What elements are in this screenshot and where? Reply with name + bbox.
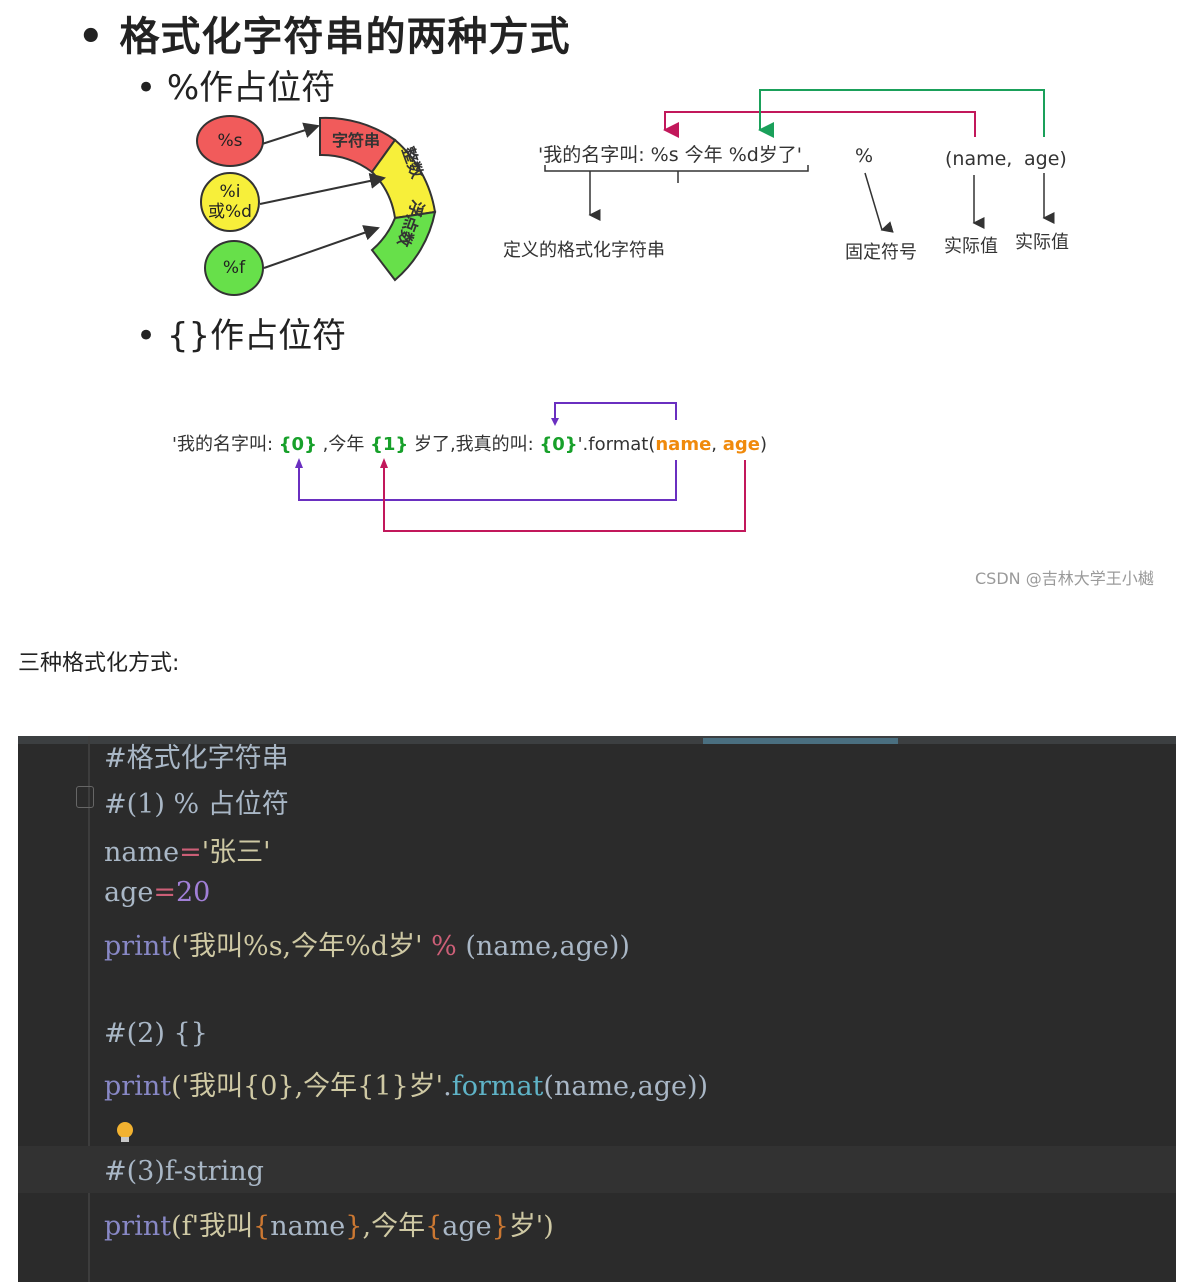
code-line-8: print(f'我叫{name},今年{age}岁'): [104, 1204, 554, 1243]
code-token: =: [179, 837, 202, 868]
format-part-2: ,今年: [316, 434, 371, 455]
code-editor: #格式化字符串 #(1) % 占位符 name='张三' age=20 prin…: [18, 736, 1176, 1282]
code-line-2: name='张三': [104, 830, 271, 869]
code-token: '张三': [201, 837, 271, 868]
format-string-text: '我的名字叫: %s 今年 %d岁了': [538, 144, 803, 166]
blob-percent-i: %i 或%d: [200, 172, 260, 232]
code-line-3: age=20: [104, 877, 210, 908]
code-token: }: [345, 1211, 363, 1242]
gutter-line: [88, 736, 90, 1282]
code-line-5: #(2) {}: [104, 1018, 208, 1049]
code-token: ('我叫%s,今年%d岁': [171, 931, 423, 962]
code-token: =: [153, 877, 176, 908]
fold-icon[interactable]: [76, 786, 94, 808]
tuple-age: age): [1024, 148, 1067, 170]
placeholder-type-diagram: [259, 116, 437, 282]
bullet: •: [136, 316, 157, 356]
arg-age: age: [722, 434, 760, 455]
arg-sep: ,: [711, 434, 723, 455]
code-token: name: [270, 1211, 346, 1242]
code-token: print: [104, 1071, 172, 1102]
code-token: print: [104, 1211, 172, 1242]
watermark: CSDN @吉林大学王小樾: [975, 569, 1154, 588]
code-token: (f'我叫: [171, 1211, 254, 1242]
blob-percent-f: %f: [204, 240, 264, 296]
code-token: name: [104, 837, 180, 868]
current-line-highlight: [18, 1146, 1176, 1193]
bullet: •: [136, 68, 157, 108]
code-token: age: [442, 1211, 492, 1242]
code-token: print: [104, 931, 172, 962]
percent-explain-arrows: [544, 89, 1055, 233]
subtitle-brace-row: • {}作占位符: [136, 308, 346, 357]
label-fixed-symbol: 固定符号: [845, 242, 917, 263]
subtitle-brace: {}作占位符: [166, 316, 347, 356]
code-token: ('我叫{0},今年{1}岁': [171, 1071, 444, 1102]
slide-title: 格式化字符串的两种方式: [119, 14, 571, 60]
section-heading: 三种格式化方式:: [18, 651, 180, 676]
code-token: (name,age)): [543, 1071, 709, 1102]
editor-tab-strip: [18, 736, 1176, 744]
arrow-f-to-float: [263, 225, 380, 269]
brace-explain-arrows: [295, 402, 746, 532]
subtitle-percent: %作占位符: [166, 68, 336, 108]
subtitle-percent-row: • %作占位符: [136, 60, 335, 109]
format-close: ): [760, 434, 768, 455]
format-part-1: '我的名字叫:: [172, 434, 279, 455]
slide-title-row: • 格式化字符串的两种方式: [78, 4, 571, 62]
code-token: }: [491, 1211, 509, 1242]
bullet: •: [78, 14, 105, 60]
blob-percent-s-label: %s: [217, 131, 243, 151]
lightbulb-base: [121, 1137, 129, 1142]
code-line-7: #(3)f-string: [104, 1156, 264, 1187]
percent-symbol: %: [855, 145, 874, 167]
arc-float-segment: [370, 210, 437, 282]
arg-name: name: [655, 434, 712, 455]
lightbulb-icon[interactable]: [117, 1122, 133, 1138]
blob-percent-f-label: %f: [222, 258, 246, 278]
code-token: age: [104, 877, 154, 908]
format-part-4: '.format(: [577, 434, 656, 455]
blob-percent-s: %s: [196, 115, 264, 167]
code-token: %: [422, 931, 466, 962]
arrow-s-to-string: [261, 122, 320, 145]
code-line-6: print('我叫{0},今年{1}岁'.format(name,age)): [104, 1064, 708, 1103]
placeholder-0b: {0}: [539, 434, 578, 455]
label-actual-value-1: 实际值: [944, 236, 998, 257]
tuple-name: (name,: [945, 148, 1013, 170]
format-call-line: '我的名字叫: {0} ,今年 {1} 岁了,我真的叫: {0}'.format…: [172, 430, 767, 456]
code-token: {: [253, 1211, 271, 1242]
code-line-4: print('我叫%s,今年%d岁' % (name,age)): [104, 924, 630, 963]
blob-percent-i-label: %i: [219, 182, 241, 202]
code-token: (name,age)): [465, 931, 630, 962]
code-token: .: [443, 1071, 452, 1102]
label-actual-value-2: 实际值: [1015, 232, 1069, 253]
code-token: {: [425, 1211, 443, 1242]
format-part-3: 岁了,我真的叫:: [408, 434, 540, 455]
placeholder-0: {0}: [278, 434, 317, 455]
code-line-1: #(1) % 占位符: [104, 789, 289, 820]
code-token: 20: [175, 877, 211, 908]
arrow-i-to-int: [259, 173, 386, 205]
blob-percent-d-label: 或%d: [208, 202, 252, 222]
arc-label-string: 字符串: [332, 131, 381, 150]
code-token: format: [451, 1071, 544, 1102]
label-format-string: 定义的格式化字符串: [503, 240, 665, 261]
code-token: ,今年: [362, 1211, 426, 1242]
placeholder-1: {1}: [370, 434, 409, 455]
active-tab-indicator: [703, 738, 898, 744]
code-token: 岁'): [508, 1211, 554, 1242]
code-line-0: #格式化字符串: [104, 743, 289, 774]
